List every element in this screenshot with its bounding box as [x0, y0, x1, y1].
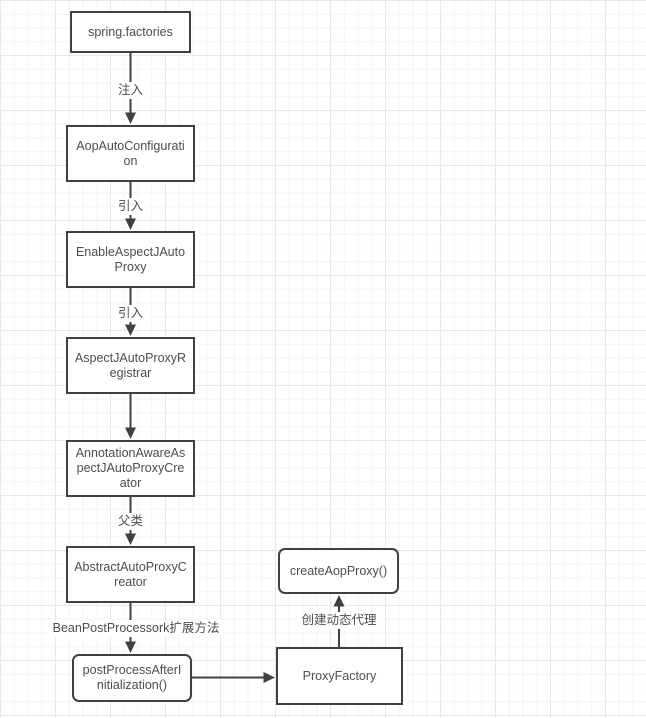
edge-aspectj-auto-proxy-registrar-to-annotation-aware-creator — [125, 394, 136, 439]
node-label: spring.factories — [88, 24, 173, 39]
edge-label-inject: 注入 — [114, 82, 147, 99]
arrowhead-down-icon — [125, 533, 136, 545]
arrowhead-up-icon — [333, 595, 345, 607]
node-proxy-factory[interactable]: ProxyFactory — [276, 647, 403, 705]
node-abstract-auto-proxy-creator[interactable]: AbstractAutoProxyCreator — [66, 546, 195, 603]
edge-label-parent-class: 父类 — [114, 513, 147, 530]
arrowhead-down-icon — [125, 218, 136, 230]
node-label: ProxyFactory — [302, 668, 377, 683]
node-aop-auto-configuration[interactable]: AopAutoConfiguration — [66, 125, 195, 182]
node-label: postProcessAfterInitialization() — [82, 663, 182, 692]
edge-post-process-to-proxy-factory — [192, 672, 275, 683]
arrowhead-down-icon — [125, 112, 136, 124]
node-post-process-after-initialization[interactable]: postProcessAfterInitialization() — [72, 654, 192, 702]
node-create-aop-proxy[interactable]: createAopProxy() — [278, 548, 399, 594]
arrowhead-down-icon — [125, 427, 136, 439]
arrowhead-right-icon — [263, 672, 275, 683]
node-enable-aspectj-auto-proxy[interactable]: EnableAspectJAutoProxy — [66, 231, 195, 288]
node-label: EnableAspectJAutoProxy — [75, 244, 186, 274]
arrowhead-down-icon — [125, 324, 136, 336]
node-label: AspectJAutoProxyRegistrar — [74, 350, 187, 380]
node-spring-factories[interactable]: spring.factories — [70, 11, 191, 53]
node-label: AnnotationAwareAspectJAutoProxyCreator — [75, 446, 186, 490]
node-label: createAopProxy() — [289, 563, 388, 578]
edge-label-create-dynamic-proxy: 创建动态代理 — [298, 612, 380, 629]
edge-label-import-1: 引入 — [114, 198, 147, 215]
edge-label-bean-post-processor-extension: BeanPostProcessork扩展方法 — [49, 620, 223, 637]
node-annotation-aware-aspectj-auto-proxy-creator[interactable]: AnnotationAwareAspectJAutoProxyCreator — [66, 440, 195, 497]
node-label: AopAutoConfiguration — [76, 138, 185, 168]
arrowhead-down-icon — [125, 641, 136, 653]
edge-label-import-2: 引入 — [114, 305, 147, 322]
node-aspectj-auto-proxy-registrar[interactable]: AspectJAutoProxyRegistrar — [66, 337, 195, 394]
node-label: AbstractAutoProxyCreator — [74, 559, 187, 589]
